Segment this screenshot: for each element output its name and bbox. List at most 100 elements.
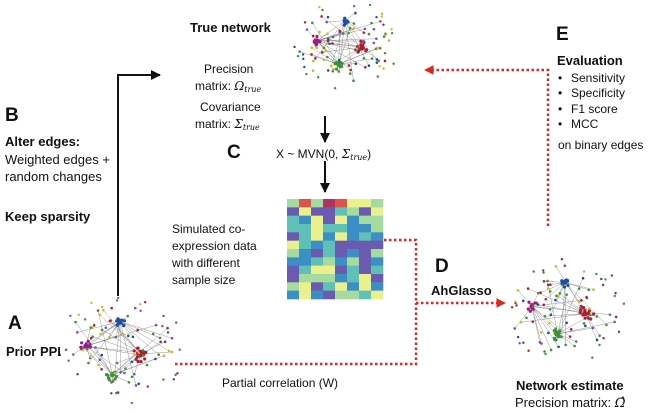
network-node — [85, 347, 89, 351]
covariance-matrix-word: matrix: — [195, 117, 231, 131]
heatmap-cell — [347, 290, 360, 300]
heatmap-cell — [287, 215, 300, 225]
network-node — [560, 335, 563, 339]
network-node — [302, 57, 305, 61]
network-node — [525, 316, 528, 320]
network-node — [356, 46, 360, 49]
network-node — [605, 323, 608, 327]
network-node — [138, 303, 142, 306]
heatmap-cell — [311, 240, 324, 250]
simulated-data-heatmap — [287, 199, 384, 300]
network-node — [122, 323, 126, 327]
network-node — [104, 373, 109, 377]
network-node — [87, 361, 90, 365]
network-node — [390, 31, 394, 35]
network-node — [544, 352, 547, 356]
simulated-data-line2: expression data — [172, 239, 257, 253]
network-edge — [95, 347, 113, 375]
prior-ppi-label: Prior PPI — [6, 344, 61, 359]
network-node — [170, 336, 174, 340]
network-edge — [316, 33, 344, 42]
network-edge — [316, 12, 356, 42]
heatmap-cell — [371, 257, 384, 266]
network-node — [566, 283, 570, 287]
network-node — [554, 298, 557, 302]
network-node — [352, 22, 356, 25]
network-node — [76, 331, 79, 334]
network-edge — [312, 22, 339, 65]
step-d-letter: D — [435, 256, 449, 277]
network-node — [77, 313, 80, 317]
network-edge — [119, 321, 121, 373]
network-estimate-title: Network estimate — [516, 378, 624, 393]
mvn-suffix: ) — [367, 147, 372, 161]
network-node — [115, 323, 119, 327]
network-node — [117, 319, 123, 324]
network-node — [83, 343, 89, 349]
network-node — [166, 326, 169, 330]
network-node — [69, 314, 72, 317]
network-node — [537, 291, 540, 295]
network-node — [543, 314, 547, 318]
network-node — [347, 64, 351, 67]
network-edge — [564, 282, 566, 345]
heatmap-cell — [299, 290, 312, 300]
network-node — [90, 301, 93, 305]
heatmap-cell — [299, 240, 312, 250]
heatmap-cell — [335, 224, 348, 233]
network-node — [554, 338, 558, 342]
network-node — [546, 283, 550, 287]
network-node — [158, 336, 162, 340]
network-edge — [531, 306, 552, 351]
heatmap-cell — [347, 199, 360, 208]
network-node — [329, 64, 333, 68]
heatmap-cell — [347, 232, 360, 241]
network-node — [390, 28, 393, 31]
network-node — [88, 342, 92, 346]
network-node — [377, 59, 381, 63]
heatmap-cell — [347, 240, 360, 250]
network-node — [375, 37, 378, 41]
network-node — [587, 288, 590, 292]
heatmap-cell — [323, 257, 336, 266]
network-node — [580, 298, 583, 302]
omega-true-symbol: Ωtrue — [234, 79, 261, 94]
evaluation-criteria-list: Sensitivity Specificity F1 score MCC — [558, 71, 625, 132]
network-node — [303, 21, 307, 24]
network-node — [166, 331, 170, 334]
network-node — [383, 59, 387, 63]
network-node — [362, 31, 366, 34]
heatmap-cell — [359, 274, 372, 283]
network-node — [322, 46, 326, 50]
network-node — [380, 12, 384, 16]
heatmap-cell — [323, 207, 336, 216]
network-node — [67, 359, 70, 362]
network-edge — [557, 278, 584, 335]
network-edge — [338, 58, 373, 65]
heatmap-cell — [311, 274, 324, 283]
network-edge — [315, 20, 346, 59]
evaluation-heading: Evaluation — [557, 53, 623, 68]
heatmap-cell — [299, 232, 312, 241]
mvn-formula: X ~ MVN(0, Σtrue) — [276, 147, 371, 163]
network-node — [337, 70, 341, 73]
network-node — [331, 69, 335, 73]
network-node — [568, 335, 572, 338]
network-nodes — [293, 3, 395, 90]
network-node — [114, 335, 118, 339]
heatmap-cell — [287, 257, 300, 266]
heatmap-cell — [335, 240, 348, 250]
network-node — [554, 327, 557, 331]
network-node — [574, 340, 578, 343]
network-node — [296, 54, 300, 58]
network-node — [99, 332, 102, 336]
network-node — [604, 278, 607, 281]
alter-edges-line1: Weighted edges + — [5, 152, 110, 167]
network-node — [573, 344, 576, 348]
omega-letter: Ω — [234, 79, 245, 93]
network-node — [548, 321, 551, 325]
heatmap-cell — [347, 257, 360, 266]
network-node — [357, 49, 361, 53]
network-node — [370, 57, 374, 60]
network-node — [565, 293, 568, 296]
